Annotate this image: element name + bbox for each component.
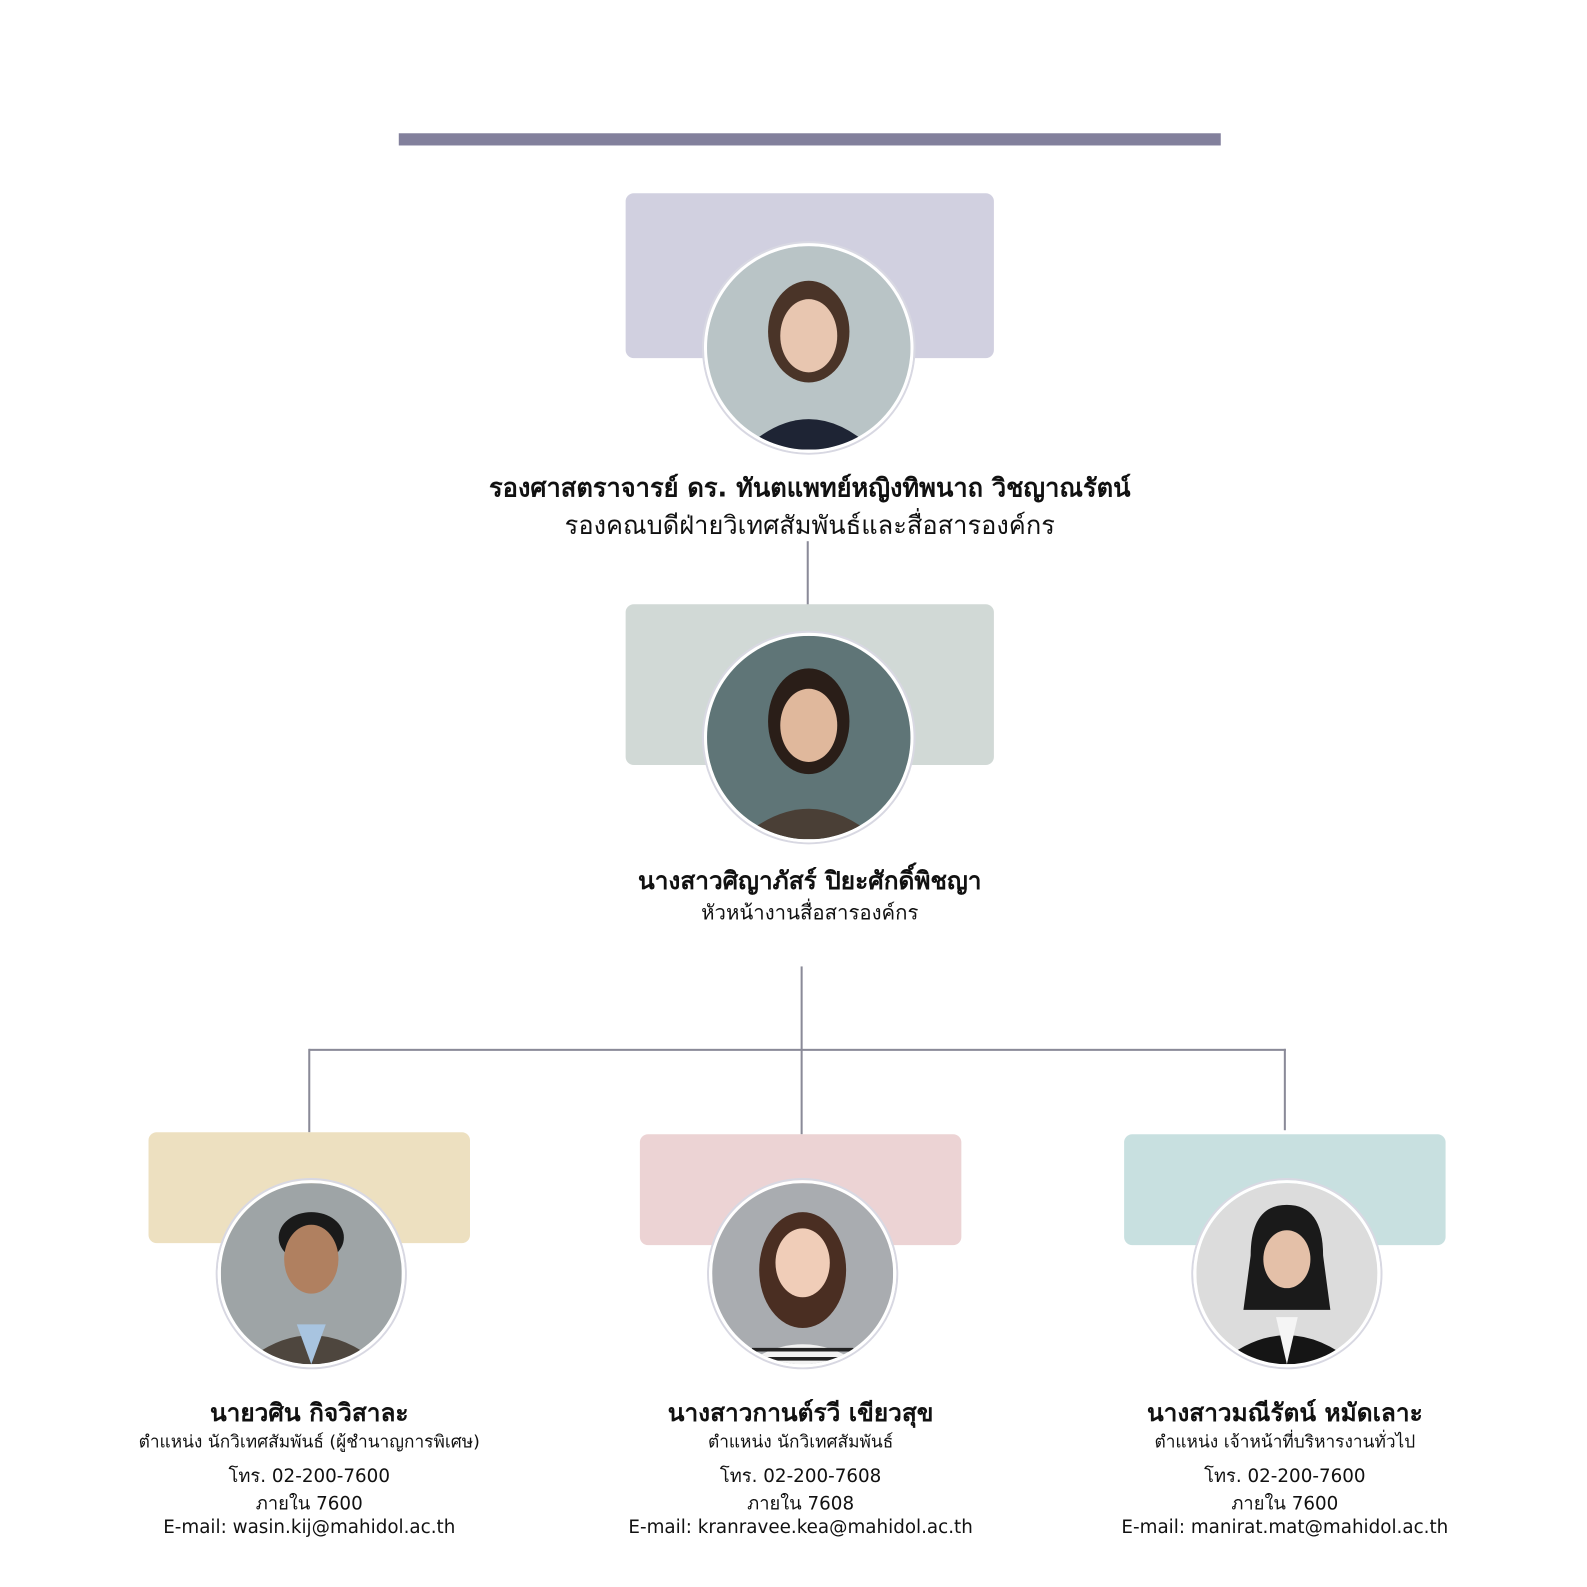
connector-horizontal <box>309 1048 1286 1051</box>
staff-tel: โทร. 02-200-7600 <box>1204 1465 1366 1488</box>
connector-right <box>1283 1048 1286 1131</box>
staff-name: นางสาวมณีรัตน์ หมัดเลาะ <box>1146 1398 1423 1428</box>
staff-tel: โทร. 02-200-7600 <box>228 1465 390 1488</box>
staff-position: ตำแหน่ง เจ้าหน้าที่บริหารงานทั่วไป <box>1154 1432 1416 1453</box>
staff-position: ตำแหน่ง นักวิเทศสัมพันธ์ <box>707 1432 894 1453</box>
staff-name: นายวศิน กิจวิสาละ <box>209 1398 409 1428</box>
top-title: รองคณบดีฝ่ายวิเทศสัมพันธ์และสื่อสารองค์ก… <box>564 510 1055 541</box>
staff-email[interactable]: E-mail: kranravee.kea@mahidol.ac.th <box>628 1516 973 1539</box>
staff-photo <box>1193 1180 1381 1368</box>
staff-email[interactable]: E-mail: manirat.mat@mahidol.ac.th <box>1121 1516 1449 1539</box>
staff-ext: ภายใน 7608 <box>747 1493 855 1515</box>
staff-tel: โทร. 02-200-7608 <box>719 1465 882 1488</box>
header-bar <box>398 133 1221 146</box>
staff-ext: ภายใน 7600 <box>1231 1493 1339 1515</box>
second-name: นางสาวศิญาภัสร์ ปิยะศักดิ์พิชญา <box>638 866 982 896</box>
staff-name: นางสาวกานต์รวี เขียวสุข <box>667 1398 934 1428</box>
second-title: หัวหน้างานสื่อสารองค์กร <box>701 900 919 925</box>
staff-position: ตำแหน่ง นักวิเทศสัมพันธ์ (ผู้ชำนาญการพิเ… <box>138 1432 480 1453</box>
top-photo <box>703 243 914 453</box>
second-photo <box>703 632 914 843</box>
staff-ext: ภายใน 7600 <box>255 1493 363 1515</box>
connector-left <box>308 1048 311 1133</box>
top-name: รองศาสตราจารย์ ดร. ทันตแพทย์หญิงทิพนาถ ว… <box>489 473 1131 503</box>
staff-photo <box>709 1180 897 1368</box>
connector-top <box>806 541 809 609</box>
staff-email[interactable]: E-mail: wasin.kij@mahidol.ac.th <box>163 1516 456 1539</box>
staff-photo <box>217 1180 405 1368</box>
